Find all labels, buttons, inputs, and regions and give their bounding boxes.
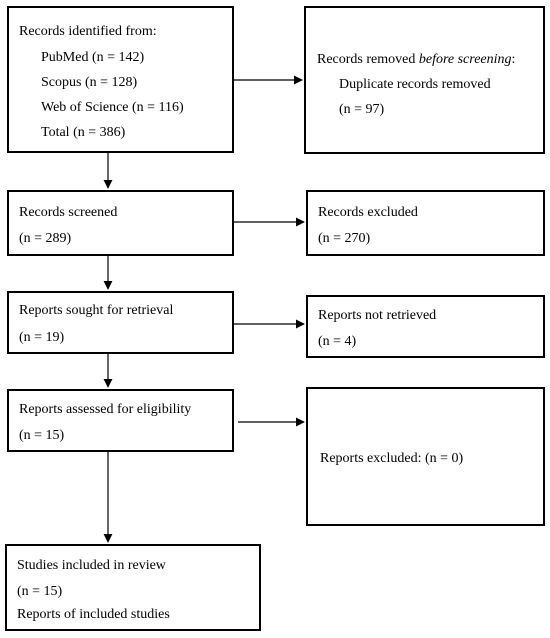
removed-count: (n = 97) — [339, 102, 385, 117]
removed-heading: Records removed before screening: — [317, 52, 515, 68]
source-total: Total (n = 386) — [41, 125, 126, 140]
assessed-box: Reports assessed for eligibility (n = 15… — [7, 389, 234, 452]
removed-heading-prefix: Records removed — [317, 52, 419, 67]
source-web-of-science: Web of Science (n = 116) — [41, 100, 184, 115]
excluded-count: (n = 270) — [318, 231, 371, 246]
included-label: Studies included in review — [17, 558, 166, 573]
reports-excluded-box: Reports excluded: (n = 0) — [306, 387, 545, 526]
screened-label: Records screened — [19, 205, 118, 220]
screened-box: Records screened (n = 289) — [7, 190, 234, 256]
removed-box: Records removed before screening: Duplic… — [304, 6, 545, 154]
removed-heading-emphasis: before screening — [418, 52, 512, 67]
identification-box: Records identified from: PubMed (n = 142… — [7, 6, 234, 153]
removed-heading-suffix: : — [511, 52, 516, 67]
not-retrieved-label: Reports not retrieved — [318, 308, 437, 323]
included-note: Reports of included studies — [17, 607, 170, 622]
excluded-label: Records excluded — [318, 205, 418, 220]
assessed-label: Reports assessed for eligibility — [19, 402, 192, 417]
identification-heading: Records identified from: — [19, 24, 157, 39]
assessed-count: (n = 15) — [19, 428, 65, 443]
source-scopus: Scopus (n = 128) — [41, 75, 138, 90]
sought-box: Reports sought for retrieval (n = 19) — [7, 291, 234, 354]
excluded-box: Records excluded (n = 270) — [306, 190, 545, 256]
reports-excluded-label: Reports excluded: (n = 0) — [320, 451, 464, 466]
source-pubmed: PubMed (n = 142) — [41, 50, 145, 65]
sought-label: Reports sought for retrieval — [19, 303, 174, 318]
not-retrieved-count: (n = 4) — [318, 334, 357, 349]
screened-count: (n = 289) — [19, 231, 72, 246]
not-retrieved-box: Reports not retrieved (n = 4) — [306, 295, 545, 358]
removed-detail: Duplicate records removed — [339, 77, 491, 92]
sought-count: (n = 19) — [19, 330, 65, 345]
included-box: Studies included in review (n = 15) Repo… — [5, 544, 261, 631]
included-count: (n = 15) — [17, 584, 63, 599]
